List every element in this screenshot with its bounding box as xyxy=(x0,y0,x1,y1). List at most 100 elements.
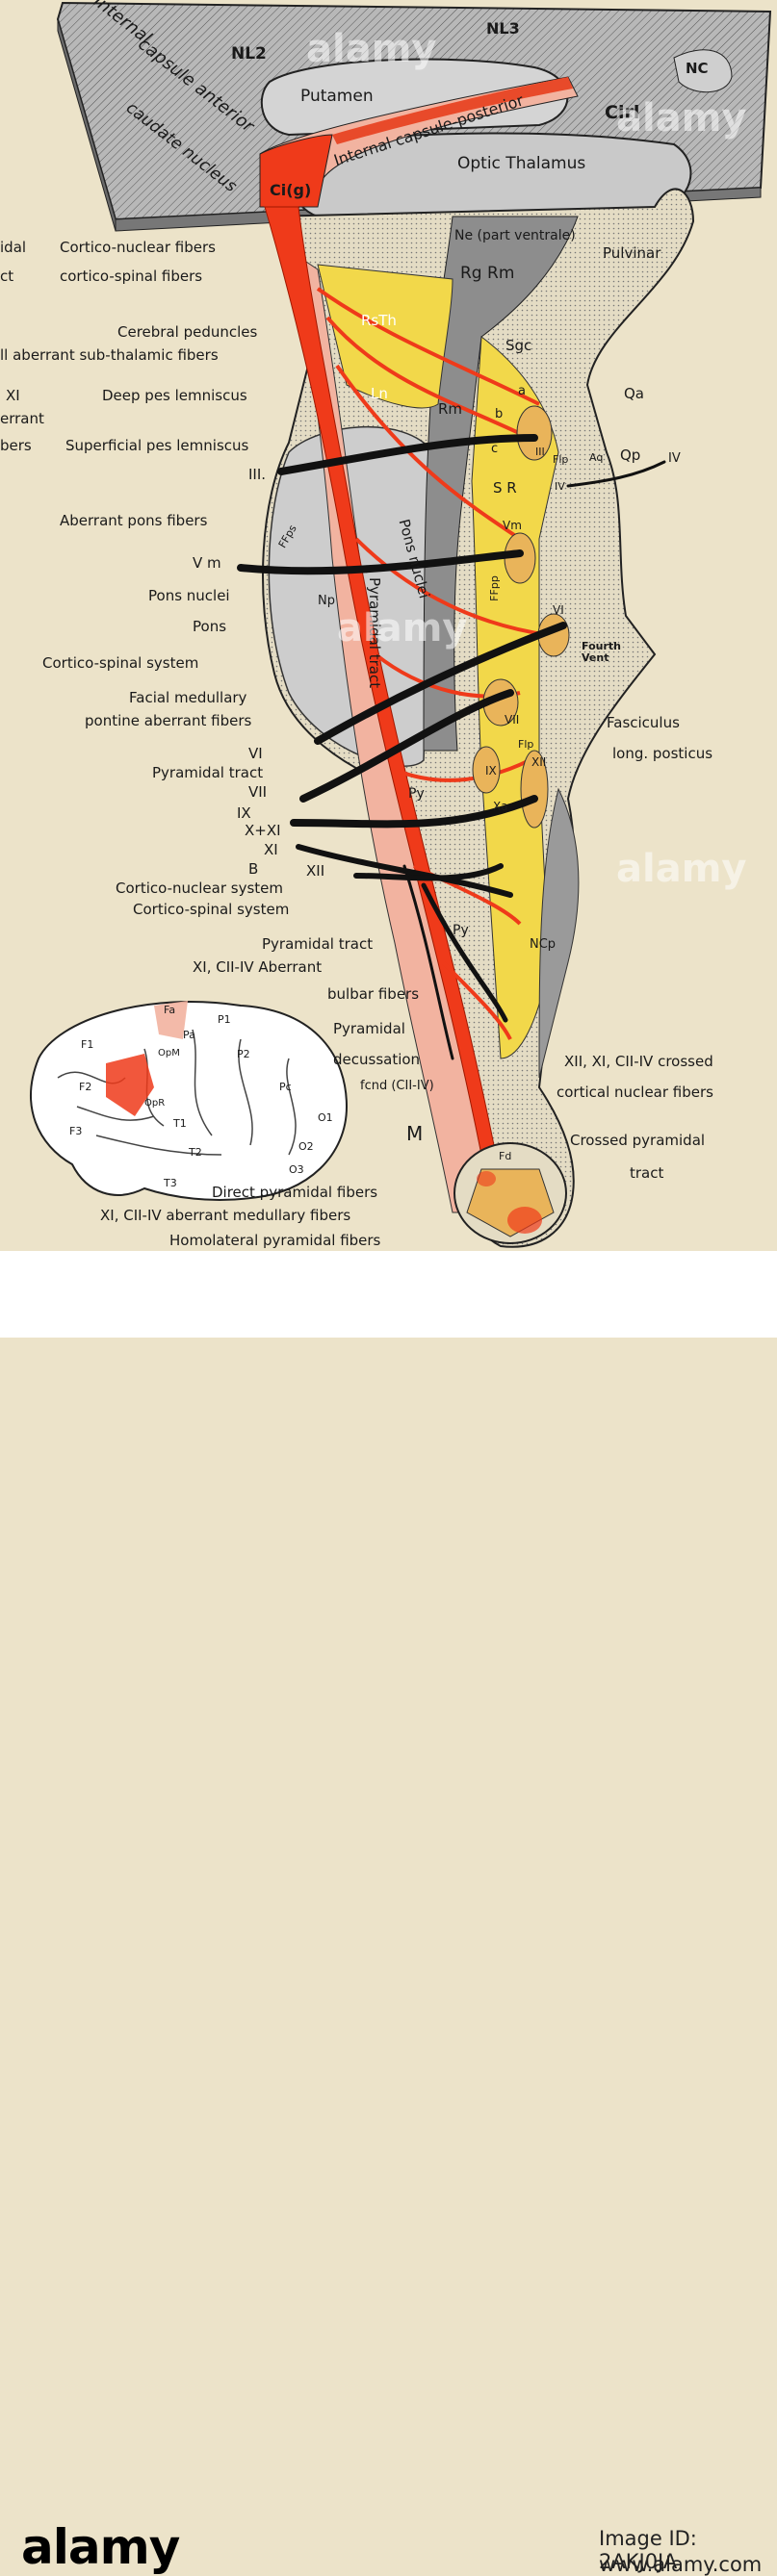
ln-label: Ln xyxy=(371,385,388,402)
qp-label: Qp xyxy=(620,446,641,464)
flp2-label: Flp xyxy=(518,738,534,751)
brain-pc-label: Pc xyxy=(279,1081,292,1093)
ffpp-label: FFpp xyxy=(487,575,501,601)
fasciculus-label: Fasciculus xyxy=(607,714,680,731)
nc-label: NC xyxy=(686,60,709,77)
crossed-pyramidal-label-2: tract xyxy=(630,1164,664,1182)
pyramidal-tract-cut-label: idal xyxy=(0,239,27,256)
xa-label: Xa xyxy=(493,800,508,813)
nucleus-c-label: c xyxy=(491,442,499,456)
alamy-logo: alamy xyxy=(21,2519,180,2575)
pyramidal-tract-left-label: Pyramidal tract xyxy=(152,764,264,781)
np-label: Np xyxy=(318,594,335,608)
pons-nuclei-label: Pons nuclei xyxy=(148,587,230,604)
nucleus-a-label: a xyxy=(518,384,526,398)
crossed-cortical-label-1: XII, XI, CII-IV crossed xyxy=(564,1053,713,1070)
vii-small-label: VII xyxy=(505,713,520,727)
aq-label: Aq xyxy=(589,451,604,464)
rsth-label: RsTh xyxy=(361,312,397,329)
iv-small-label: IV xyxy=(555,480,565,493)
xii-small-label: XII xyxy=(531,755,547,769)
alamy-url: www.alamy.com xyxy=(599,2553,763,2576)
ncp-label: NCp xyxy=(530,937,557,952)
xi-label: XI xyxy=(264,841,278,858)
cortex-lateral-view xyxy=(30,1001,349,1201)
pulvinar-label: Pulvinar xyxy=(603,244,661,262)
sr-label: S R xyxy=(493,479,517,497)
brain-t1-label: T1 xyxy=(173,1117,187,1130)
nl2-label: NL2 xyxy=(231,44,267,64)
brain-opr-label: OpR xyxy=(144,1098,166,1109)
brain-o3-label: O3 xyxy=(289,1163,304,1176)
cortico-nuclear-system-label: Cortico-nuclear system xyxy=(116,880,283,897)
brain-p2-label: P2 xyxy=(237,1048,250,1060)
brain-f2-label: F2 xyxy=(79,1081,92,1093)
rm-label: Rm xyxy=(438,400,463,418)
cortico-spinal-system-label: Cortico-spinal system xyxy=(42,654,199,672)
py2-label: Py xyxy=(453,923,469,938)
crossed-pyramidal-label-1: Crossed pyramidal xyxy=(570,1132,706,1149)
putamen-label: Putamen xyxy=(300,87,374,106)
xi-cut-label: XI xyxy=(6,387,20,404)
bulbar-fibers-label: bulbar fibers xyxy=(327,985,420,1003)
deep-pes-label: Deep pes lemniscus xyxy=(102,387,247,404)
vm-small-label: Vm xyxy=(503,519,522,532)
iv-label: IV xyxy=(668,451,681,466)
vm-label: V m xyxy=(193,554,221,572)
tract-cut-label: ct xyxy=(0,268,14,285)
vi-small-label: VI xyxy=(553,603,564,617)
pons-label: Pons xyxy=(193,618,227,635)
brain-f1-label: F1 xyxy=(81,1038,94,1051)
homolateral-label: Homolateral pyramidal fibers xyxy=(169,1232,381,1249)
watermark-ghost: alamy xyxy=(337,606,468,650)
direct-pyramidal-label: Direct pyramidal fibers xyxy=(212,1184,378,1201)
nucleus-iii-label: III xyxy=(535,446,545,458)
nl3-label: NL3 xyxy=(486,19,520,38)
crossed-cortical-label-2: cortical nuclear fibers xyxy=(557,1084,713,1101)
rgrm-label: Rg Rm xyxy=(460,264,515,283)
cirl-label: Cirl xyxy=(605,102,640,123)
cortico-nuclear-label: Cortico-nuclear fibers xyxy=(60,239,216,256)
aberrant-fibers xyxy=(237,434,666,1060)
py-label: Py xyxy=(408,786,425,802)
aberrant-pons-label: Aberrant pons fibers xyxy=(60,512,208,529)
xii-label: XII xyxy=(306,862,325,880)
brain-o2-label: O2 xyxy=(298,1140,314,1153)
long-posticus-label: long. posticus xyxy=(612,745,713,762)
nucleus-b-label: b xyxy=(495,407,504,421)
pyramidal-label: Pyramidal xyxy=(333,1020,405,1037)
brain-opm-label: OpM xyxy=(158,1048,180,1058)
vii-label: VII xyxy=(248,783,268,801)
aberrant-subthalamic-label: ll aberrant sub-thalamic fibers xyxy=(0,346,219,364)
superficial-pes-label: Superficial pes lemniscus xyxy=(65,437,249,454)
pyramidal-tract2-label: Pyramidal tract xyxy=(262,935,374,953)
xi-cii-aberrant-label: XI, CII-IV Aberrant xyxy=(193,958,323,976)
ne-label: Ne (part ventrale) xyxy=(454,228,576,243)
sgc-label: Sgc xyxy=(505,337,532,354)
fourth-vent-label: Fourth Vent xyxy=(582,640,621,665)
fcnd-label: fcnd (CII-IV) xyxy=(360,1079,434,1093)
vi-label: VI xyxy=(248,745,263,762)
ix-small-label: IX xyxy=(485,764,497,778)
watermark-ghost: alamy xyxy=(306,27,437,71)
facial-medullary-label: Facial medullary xyxy=(129,689,247,706)
optic-thalamus-label: Optic Thalamus xyxy=(457,154,586,173)
brain-t2-label: T2 xyxy=(189,1146,202,1159)
neuroanatomy-plate: Internal capsule anterior caudate nucleu… xyxy=(0,0,777,1251)
aberrant-cut-label: errant xyxy=(0,410,44,427)
watermark-footer: alamy Image ID: 2AKJ0JA www.alamy.com xyxy=(0,1251,777,2576)
m-label: M xyxy=(406,1122,424,1145)
brain-fa-label: Fa xyxy=(164,1004,176,1016)
ix-label: IX xyxy=(237,804,251,822)
flp-label: Flp xyxy=(553,453,569,466)
fd-label: Fd xyxy=(499,1150,512,1162)
b-label: B xyxy=(248,860,259,878)
brain-t3-label: T3 xyxy=(164,1177,177,1189)
qa-label: Qa xyxy=(624,385,644,402)
cortico-spinal-system2-label: Cortico-spinal system xyxy=(133,901,290,918)
pyramidal-tract-diagram xyxy=(30,1,772,1248)
pontine-aberrant-label: pontine aberrant fibers xyxy=(85,712,252,729)
fibers-cut-label: bers xyxy=(0,437,32,454)
watermark-ghost: alamy xyxy=(616,96,747,140)
watermark-ghost: alamy xyxy=(616,847,747,891)
